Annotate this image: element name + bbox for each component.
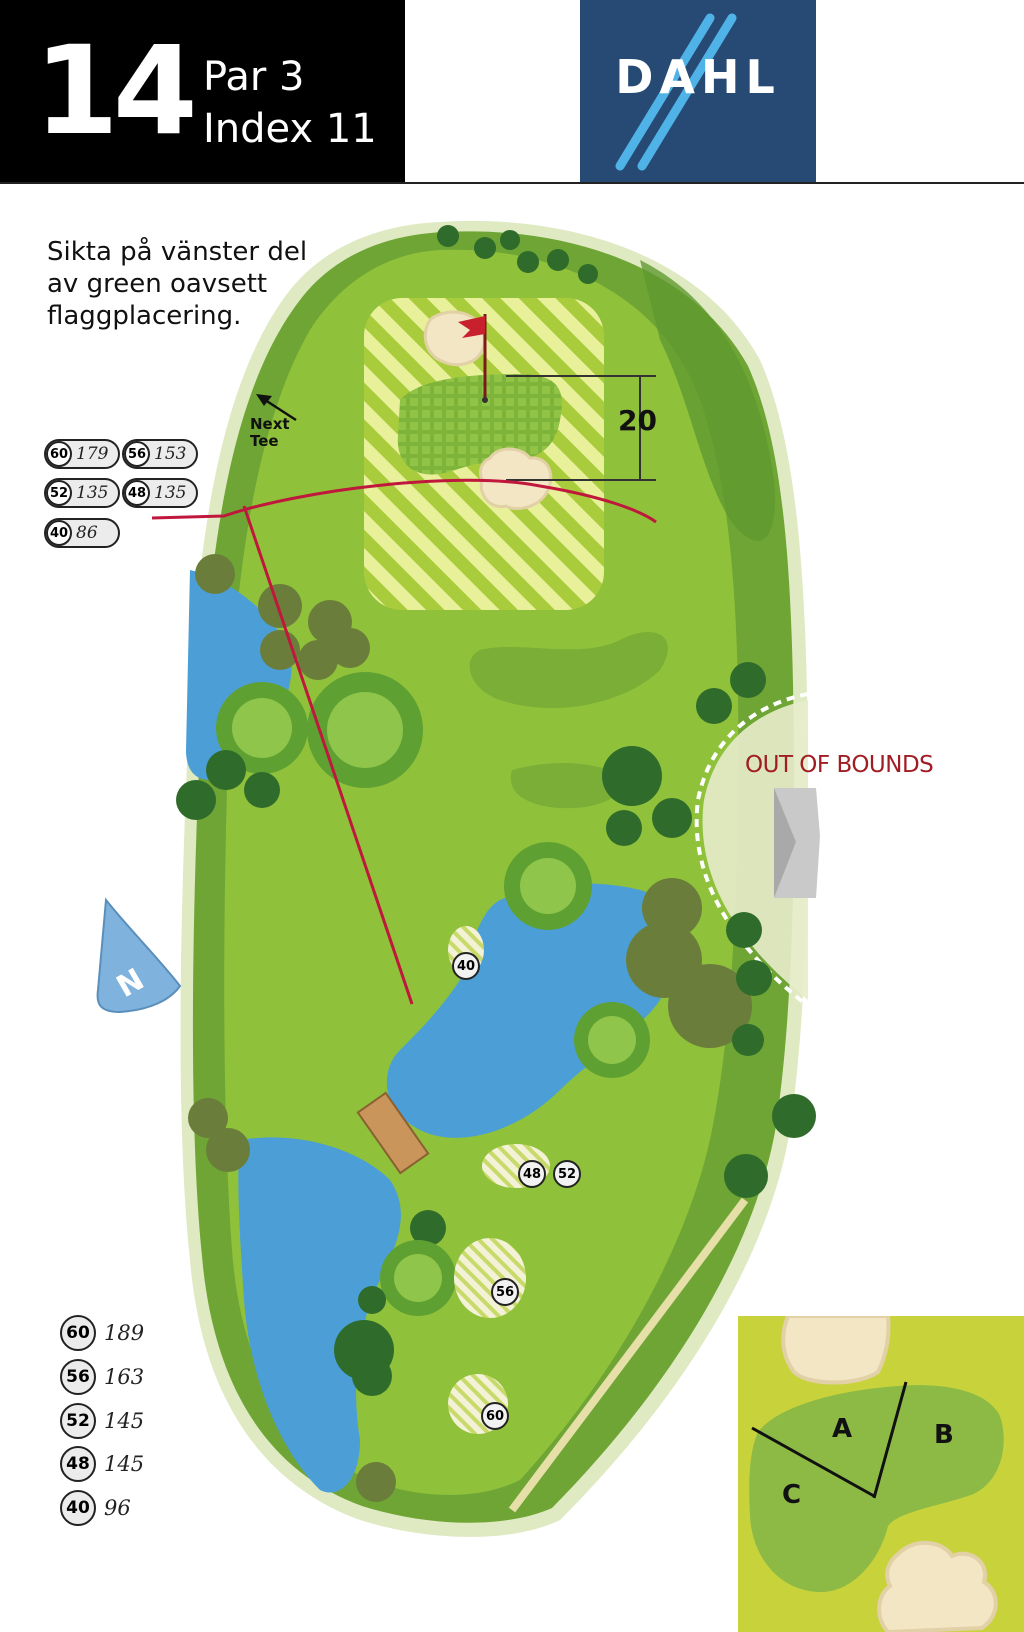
next-tee-line: Tee — [250, 432, 279, 450]
length-value: 189 — [104, 1321, 145, 1345]
carry-line — [151, 478, 657, 524]
green-zone-inset: A B C — [738, 1316, 1024, 1632]
cart-path — [508, 1197, 749, 1513]
tee-marker-56: 56 — [491, 1278, 519, 1306]
hole-header — [0, 0, 405, 184]
hole-number: 14 — [34, 20, 198, 162]
dahl-logo: DAHL — [580, 0, 816, 184]
header-divider — [0, 182, 1024, 184]
right-rough — [640, 260, 776, 541]
water-hazard-lower — [238, 1137, 401, 1493]
tee-badge: 48 — [60, 1446, 96, 1482]
green-zone-diagram — [749, 1316, 1004, 1632]
green-distance-40: 40 86 — [44, 518, 120, 548]
next-tee-arrow-icon — [256, 394, 272, 406]
green-depth: 20 — [618, 404, 657, 437]
distance-value: 153 — [154, 444, 187, 464]
green-distance-60: 60 179 — [44, 439, 120, 469]
water-hazard-pond — [386, 883, 674, 1138]
instruction-line: Sikta på vänster del — [47, 237, 308, 267]
tee-marker-48: 48 — [518, 1160, 546, 1188]
tee-badge: 40 — [60, 1490, 96, 1526]
green-distance-56: 56 153 — [122, 439, 198, 469]
swale — [469, 631, 668, 709]
aim-line — [242, 505, 414, 1005]
instruction-line: flaggplacering. — [47, 301, 242, 331]
tee-badge: 40 — [46, 520, 72, 546]
play-instruction: Sikta på vänster del av green oavsett fl… — [47, 236, 347, 332]
index-label: Index 11 — [203, 106, 377, 152]
hole-map — [96, 220, 820, 1537]
bridge — [356, 1091, 430, 1175]
tee-badge: 60 — [60, 1315, 96, 1351]
distance-value: 86 — [76, 523, 98, 543]
green-distance-48: 48 135 — [122, 478, 198, 508]
green-zone-c: C — [782, 1480, 802, 1510]
putting-green — [397, 374, 562, 475]
green-zone-b: B — [934, 1420, 954, 1450]
hole-length-60: 60 189 — [60, 1314, 144, 1352]
swale — [510, 763, 622, 809]
trees — [176, 225, 816, 1502]
distance-value: 135 — [76, 483, 109, 503]
tee-badge: 56 — [60, 1359, 96, 1395]
tee-marker-60: 60 — [481, 1402, 509, 1430]
tee-marker-52: 52 — [553, 1160, 581, 1188]
tee-box-56 — [454, 1238, 526, 1318]
next-tee-line: Next — [250, 415, 290, 433]
out-of-bounds-label: OUT OF BOUNDS — [745, 752, 934, 778]
greenside-bunker-front — [478, 447, 553, 511]
hole-length-56: 56 163 — [60, 1358, 144, 1396]
logo-text: DAHL — [615, 50, 781, 104]
distance-value: 179 — [76, 444, 109, 464]
instruction-line: av green oavsett — [47, 269, 268, 299]
tee-badge: 52 — [60, 1403, 96, 1439]
length-value: 163 — [104, 1365, 145, 1389]
tee-badge: 60 — [46, 441, 72, 467]
hole-length-40: 40 96 — [60, 1489, 131, 1527]
length-value: 145 — [104, 1452, 145, 1476]
distance-value: 135 — [154, 483, 187, 503]
logo-stripes — [615, 13, 737, 171]
length-value: 145 — [104, 1409, 145, 1433]
oob-arrow-icon — [774, 788, 820, 898]
compass-icon — [96, 897, 182, 1014]
green-distance-52: 52 135 — [44, 478, 120, 508]
out-of-bounds-area — [702, 700, 808, 1000]
green-zone-a: A — [832, 1414, 853, 1444]
tee-badge: 48 — [124, 480, 150, 506]
hole-length-48: 48 145 — [60, 1445, 144, 1483]
tee-marker-40: 40 — [452, 952, 480, 980]
length-value: 96 — [104, 1496, 131, 1520]
tee-badge: 52 — [46, 480, 72, 506]
next-tee-label: Next Tee — [250, 416, 290, 450]
hole-length-52: 52 145 — [60, 1402, 144, 1440]
flag-icon — [458, 316, 485, 338]
tee-badge: 56 — [124, 441, 150, 467]
par-label: Par 3 — [203, 54, 305, 100]
